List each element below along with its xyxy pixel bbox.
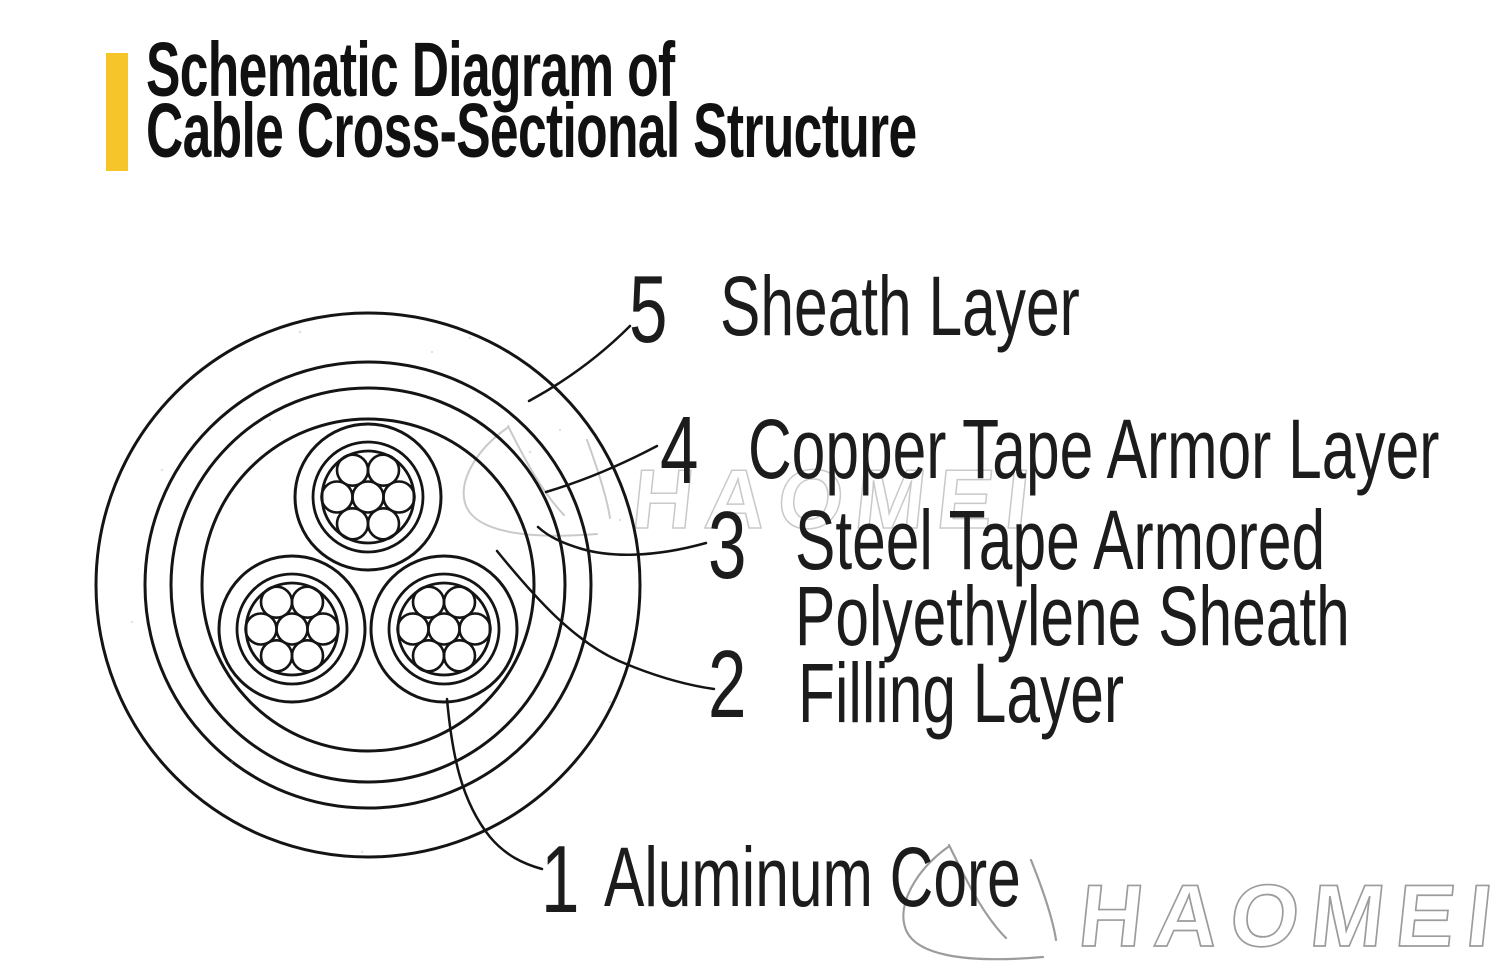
leader-line-aluminum-core (445, 697, 544, 871)
core-bottom-right (369, 554, 519, 704)
callout-number-aluminum-core: 1 (541, 826, 580, 933)
copper-tape-armor-ring (143, 360, 593, 810)
callout-label-steel-tape-line1: Steel Tape Armored (795, 493, 1326, 587)
title-line-1: Schematic Diagram of (146, 27, 675, 113)
leader-line-filling (495, 549, 716, 691)
leader-line-copper-tape (544, 444, 659, 494)
callout-number-filling: 2 (708, 631, 747, 738)
sheath-layer-ring (94, 311, 642, 859)
title-line-2: Cable Cross-Sectional Structure (146, 88, 917, 174)
paper-noise (130, 330, 622, 854)
steel-tape-pe-sheath-ring (169, 386, 567, 784)
callout-label-steel-tape-line2: Polyethylene Sheath (795, 569, 1350, 663)
callout-label-filling: Filling Layer (798, 646, 1125, 740)
callout-label-copper-tape: Copper Tape Armor Layer (748, 402, 1440, 496)
leader-line-steel-tape (536, 525, 708, 556)
callout-number-copper-tape: 4 (660, 397, 699, 504)
core-bottom-left (217, 554, 367, 704)
cable-layer-rings (94, 311, 642, 859)
leader-line-sheath (527, 324, 632, 403)
core-top (293, 422, 443, 572)
page-title: Schematic Diagram of Cable Cross-Section… (146, 27, 917, 174)
callout-number-sheath: 5 (629, 256, 668, 363)
callout-label-sheath: Sheath Layer (720, 259, 1080, 353)
haomei-logo-watermark-center (452, 420, 622, 560)
callout-label-steel-tape: Steel Tape Armored Polyethylene Sheath (795, 493, 1350, 663)
haomei-logo-watermark-corner (891, 838, 1071, 969)
filling-layer-ring (200, 417, 536, 753)
callout-label-aluminum-core: Aluminum Core (604, 830, 1021, 924)
callout-number-steel-tape: 3 (708, 492, 747, 599)
leader-lines (445, 324, 716, 871)
title-accent-bar (106, 53, 128, 171)
